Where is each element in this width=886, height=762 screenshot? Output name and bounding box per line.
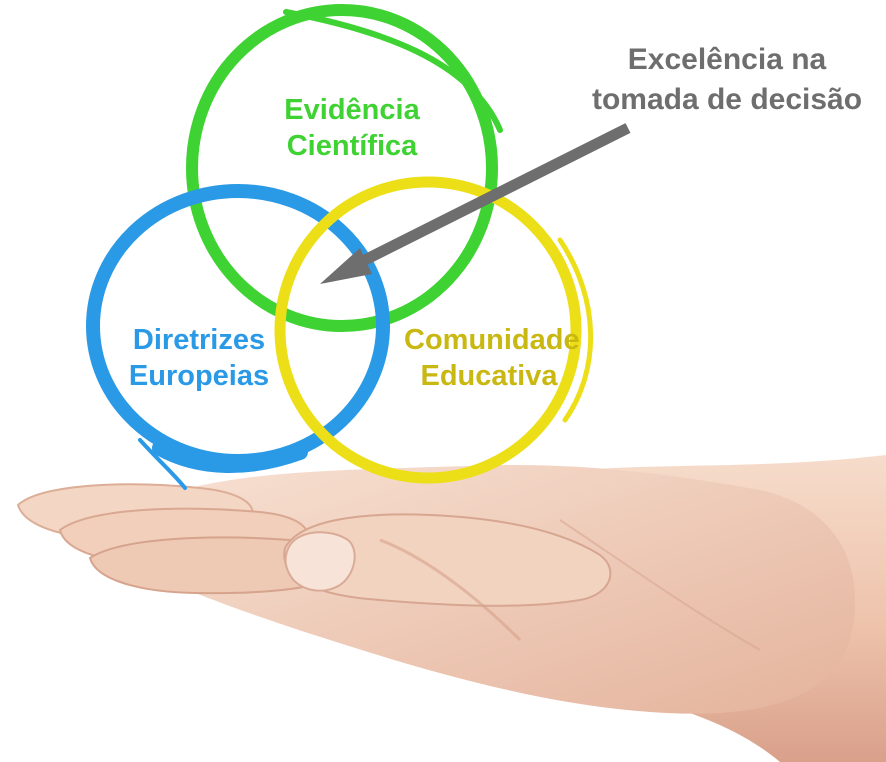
evidence-label-line2: Científica: [286, 130, 418, 162]
evidence-label: Evidência Científica: [272, 92, 432, 164]
guidelines-label-line1: Diretrizes: [132, 324, 266, 356]
callout-label-line2: tomada de decisão: [591, 83, 863, 116]
guidelines-circle: [86, 184, 390, 490]
guidelines-label: Diretrizes Europeias: [124, 322, 274, 394]
guidelines-label-line2: Europeias: [128, 360, 270, 392]
callout-arrow: [320, 123, 631, 284]
callout-label-line1: Excelência na: [627, 43, 827, 76]
evidence-label-line1: Evidência: [284, 94, 420, 126]
community-circle: [274, 176, 594, 484]
community-label: Comunidade Educativa: [404, 322, 580, 394]
evidence-circle: [186, 4, 503, 332]
community-label-line1: Comunidade: [404, 324, 580, 356]
community-label-line2: Educativa: [420, 360, 558, 392]
hand-image: [16, 455, 886, 762]
callout-label: Excelência na tomada de decisão: [582, 40, 872, 120]
